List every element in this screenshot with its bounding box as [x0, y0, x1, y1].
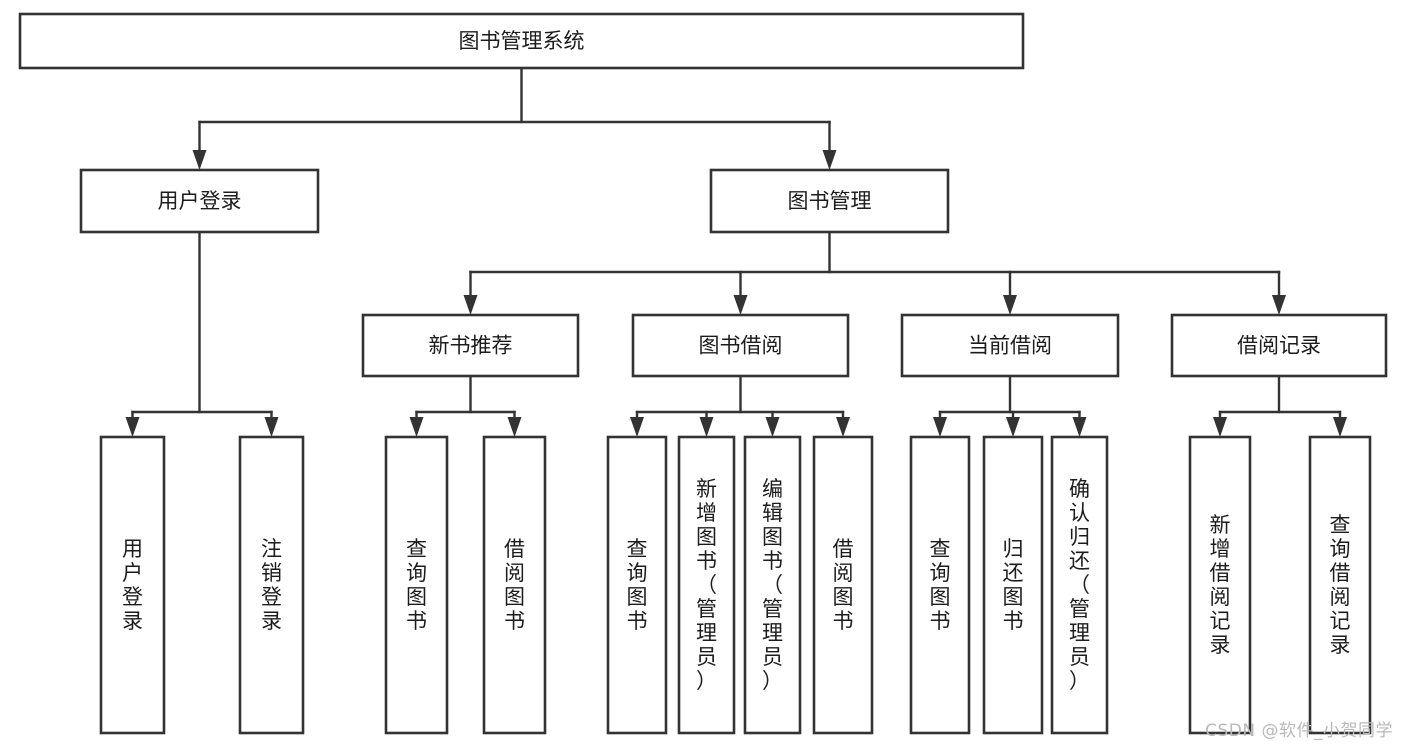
arrow-head-icon-record-add: [1213, 417, 1227, 437]
arrow-head-icon-current-return-book: [1006, 417, 1020, 437]
node-root[interactable]: 图书管理系统: [18, 12, 1025, 70]
node-current-borrow[interactable]: 当前借阅: [900, 313, 1120, 378]
node-record-query[interactable]: 查询借阅记录: [1308, 435, 1372, 735]
node-box-borrow-query-book: [606, 435, 668, 735]
node-current-query-book[interactable]: 查询图书: [909, 435, 971, 735]
node-box-recommend-borrow-book: [482, 435, 547, 735]
arrow-head-icon-borrow-edit-book: [765, 417, 780, 437]
node-user-login-do[interactable]: 用户登录: [99, 435, 166, 735]
node-label-book-borrow: 图书借阅: [699, 334, 783, 358]
arrow-head-icon-recommend-query-book: [409, 417, 424, 437]
node-box-borrow-add-book: [677, 435, 736, 735]
node-borrow-records[interactable]: 借阅记录: [1170, 313, 1388, 378]
arrow-head-icon-user-login-do: [125, 417, 140, 437]
node-layer: 图书管理系统用户登录用户登录注销登录图书管理新书推荐查询图书借阅图书图书借阅查询…: [18, 12, 1388, 735]
node-label-root: 图书管理系统: [459, 29, 585, 53]
node-label-borrow-borrow-book: 借阅图书: [833, 537, 854, 633]
arrow-head-icon-new-book-recommend: [463, 295, 478, 315]
node-current-confirm-return[interactable]: 确认归还（管理员）: [1050, 435, 1109, 735]
arrow-head-icon-user-logout: [264, 417, 279, 437]
node-recommend-query-book[interactable]: 查询图书: [384, 435, 449, 735]
node-label-borrow-add-book: 新增图书（管理员）: [696, 477, 717, 693]
node-book-borrow[interactable]: 图书借阅: [631, 313, 850, 378]
arrow-head-icon-record-query: [1333, 417, 1347, 437]
node-box-borrow-records: [1170, 313, 1388, 378]
node-box-current-confirm-return: [1050, 435, 1109, 735]
node-box-user-logout: [238, 435, 305, 735]
node-label-record-query: 查询借阅记录: [1330, 513, 1351, 657]
node-label-record-add: 新增借阅记录: [1210, 513, 1231, 657]
node-recommend-borrow-book[interactable]: 借阅图书: [482, 435, 547, 735]
node-box-recommend-query-book: [384, 435, 449, 735]
arrow-head-icon-current-query-book: [933, 417, 947, 437]
node-label-borrow-edit-book: 编辑图书（管理员）: [762, 477, 783, 693]
node-box-book-manage: [709, 168, 950, 234]
node-user-logout[interactable]: 注销登录: [238, 435, 305, 735]
node-box-current-return-book: [982, 435, 1044, 735]
node-label-borrow-query-book: 查询图书: [627, 537, 648, 633]
node-box-current-borrow: [900, 313, 1120, 378]
arrow-head-icon-borrow-add-book: [699, 417, 714, 437]
node-box-book-borrow: [631, 313, 850, 378]
node-label-recommend-borrow-book: 借阅图书: [504, 537, 525, 633]
node-current-return-book[interactable]: 归还图书: [982, 435, 1044, 735]
arrow-head-icon-recommend-borrow-book: [507, 417, 522, 437]
node-box-record-query: [1308, 435, 1372, 735]
node-label-current-borrow: 当前借阅: [968, 334, 1052, 358]
node-label-current-query-book: 查询图书: [930, 537, 951, 633]
node-label-current-return-book: 归还图书: [1003, 537, 1024, 633]
node-label-new-book-recommend: 新书推荐: [429, 334, 513, 358]
node-box-record-add: [1188, 435, 1252, 735]
node-label-user-login: 用户登录: [158, 189, 242, 213]
node-box-root: [18, 12, 1025, 70]
arrow-head-icon-borrow-borrow-book: [836, 417, 850, 437]
node-label-user-logout: 注销登录: [261, 537, 282, 633]
arrow-head-icon-borrow-query-book: [630, 417, 644, 437]
arrow-head-icon-borrow-records: [1272, 295, 1286, 315]
arrow-head-icon-user-login: [192, 150, 207, 170]
arrow-head-icon-book-borrow: [733, 295, 748, 315]
arrow-head-icon-book-manage: [822, 150, 837, 170]
node-borrow-add-book[interactable]: 新增图书（管理员）: [677, 435, 736, 735]
node-borrow-borrow-book[interactable]: 借阅图书: [812, 435, 874, 735]
node-label-recommend-query-book: 查询图书: [406, 537, 427, 633]
node-user-login[interactable]: 用户登录: [79, 168, 320, 234]
node-label-book-manage: 图书管理: [788, 189, 872, 213]
arrow-head-icon-current-borrow: [1003, 295, 1017, 315]
node-record-add[interactable]: 新增借阅记录: [1188, 435, 1252, 735]
node-box-new-book-recommend: [361, 313, 580, 378]
node-label-current-confirm-return: 确认归还（管理员）: [1069, 477, 1090, 693]
node-label-user-login-do: 用户登录: [122, 537, 143, 633]
arrow-head-icon-current-confirm-return: [1072, 417, 1087, 437]
node-new-book-recommend[interactable]: 新书推荐: [361, 313, 580, 378]
node-book-manage[interactable]: 图书管理: [709, 168, 950, 234]
node-box-user-login: [79, 168, 320, 234]
connector-layer: [125, 66, 1347, 437]
csdn-watermark: CSDN @软件_小贺同学: [1205, 721, 1393, 741]
node-borrow-query-book[interactable]: 查询图书: [606, 435, 668, 735]
node-label-borrow-records: 借阅记录: [1237, 334, 1321, 358]
node-box-borrow-edit-book: [743, 435, 802, 735]
node-box-current-query-book: [909, 435, 971, 735]
node-borrow-edit-book[interactable]: 编辑图书（管理员）: [743, 435, 802, 735]
node-box-user-login-do: [99, 435, 166, 735]
node-box-borrow-borrow-book: [812, 435, 874, 735]
